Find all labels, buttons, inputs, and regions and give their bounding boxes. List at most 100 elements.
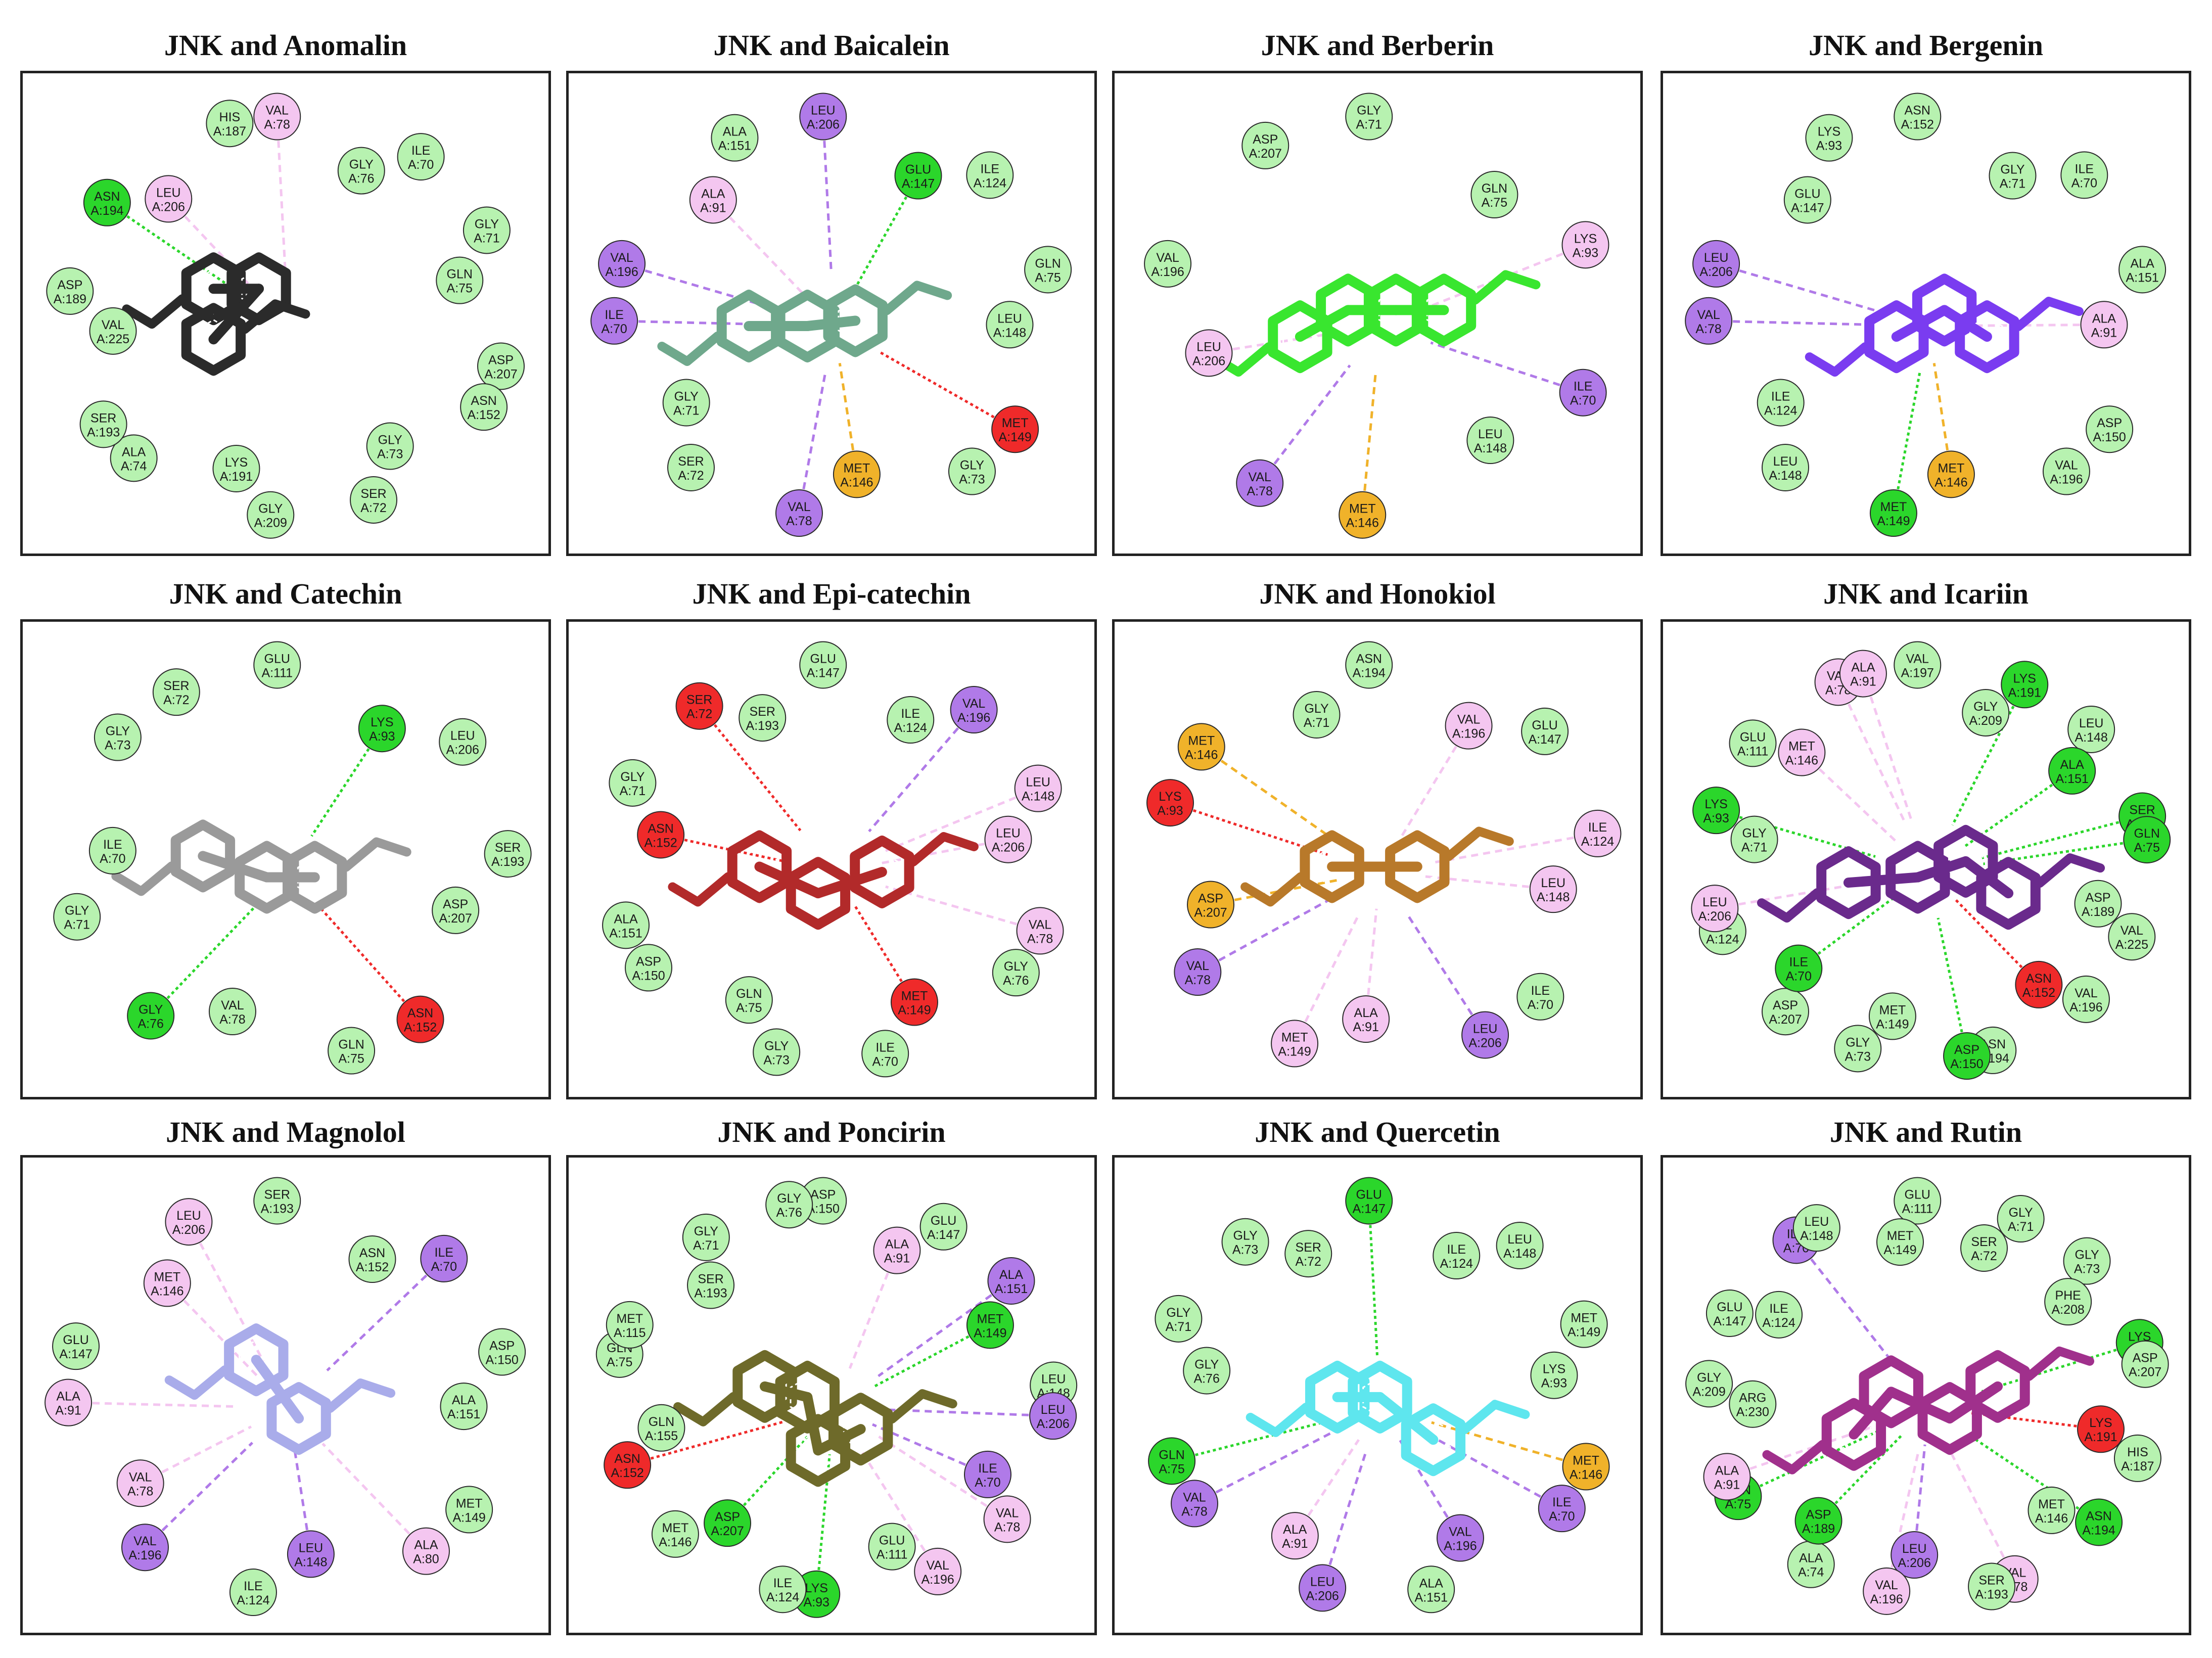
ligand-aromatic-ring [1926, 290, 1962, 331]
residue-bubble [1284, 1230, 1332, 1278]
residue-bubble [1894, 93, 1942, 141]
residue-bubble [914, 1547, 962, 1595]
residue-bubble [1778, 728, 1826, 776]
residue-name: ALA [999, 1268, 1024, 1282]
residue-name: ASN [2026, 972, 2052, 986]
ligand-aromatic-ring [742, 846, 777, 887]
residue-name: LEU [1478, 427, 1503, 441]
residue-name: ASN [359, 1246, 385, 1260]
residue-id: A:147 [1528, 732, 1561, 747]
residue-name: GLU [63, 1333, 88, 1347]
residue-id: A:193 [87, 425, 120, 439]
interaction-line [1837, 681, 1907, 825]
residue-id: A:71 [1166, 1320, 1191, 1334]
residue-id: A:73 [1845, 1049, 1871, 1064]
residue-name: GLY [378, 433, 402, 447]
residue-id: A:191 [220, 470, 253, 484]
residue-name: MET [1879, 1003, 1906, 1017]
residue-name: ILE [981, 162, 1000, 176]
residue-bubble [358, 705, 406, 753]
residue-bubble [890, 978, 938, 1026]
residue-name: ILE [875, 1040, 895, 1054]
residue-bubble [1729, 1380, 1777, 1428]
residue-bubble [637, 811, 685, 859]
residue-id: A:78 [1181, 1504, 1207, 1518]
residue-name: HIS [219, 110, 241, 124]
residue-bubble [88, 826, 136, 874]
residue-id: A:206 [1036, 1417, 1069, 1431]
residue-bubble [1692, 240, 1740, 288]
residue-id: A:206 [172, 1223, 205, 1237]
residue-name: VAL [1029, 917, 1051, 932]
interaction-lines [68, 1221, 445, 1554]
residue-bubble [651, 1510, 699, 1558]
panel-title: JNK and Catechin [169, 577, 402, 610]
residue-name: SER [264, 1187, 290, 1202]
residue-name: ASN [407, 1006, 433, 1021]
residue-id: A:196 [2050, 473, 2083, 487]
residue-id: A:206 [807, 117, 840, 131]
residue-bubble [637, 1404, 685, 1452]
residue-name: VAL [133, 1534, 156, 1548]
residue-bubble [992, 949, 1040, 997]
residue-name: GLN [447, 267, 473, 282]
residue-id: A:93 [1541, 1376, 1567, 1391]
residue-name: ILE [901, 707, 920, 721]
residue-name: VAL [1697, 308, 1720, 322]
residue-name: GLY [2009, 1206, 2033, 1220]
residue-id: A:146 [1934, 475, 1967, 489]
ligand-bond [164, 1365, 229, 1400]
panel-title: JNK and Epi-catechin [692, 577, 971, 610]
residue-name: VAL [926, 1558, 949, 1573]
ligand-bond [1945, 1381, 2003, 1424]
residue-name: GLY [65, 904, 89, 918]
residue-id: A:225 [97, 332, 129, 346]
residue-name: ASP [636, 954, 661, 969]
ligand-ring [1300, 830, 1364, 903]
residue-name: MET [2038, 1497, 2065, 1511]
residue-id: A:206 [1468, 1036, 1501, 1050]
residue-name: GLY [106, 724, 130, 739]
panel-title: JNK and Quercetin [1255, 1116, 1500, 1148]
ligand-bond [251, 1355, 304, 1424]
residue-id: A:151 [995, 1282, 1028, 1296]
residue-name: GLY [1194, 1357, 1219, 1371]
residue-bubble [2027, 1486, 2076, 1534]
ligand-aromatic-ring [864, 851, 900, 893]
residue-bubble [2086, 405, 2134, 453]
ligand-bond [802, 315, 861, 331]
residue-id: A:72 [1296, 1255, 1321, 1269]
ligand-bond [813, 1424, 866, 1456]
residue-name: VAL [102, 318, 124, 332]
ligand-aromatic-ring [1900, 857, 1935, 898]
residue-bubble [1496, 1222, 1544, 1270]
residue-bubble [725, 976, 773, 1024]
residue-bubble [46, 267, 94, 315]
residue-id: A:75 [1482, 196, 1507, 210]
ligand-aromatic-ring [1400, 846, 1435, 887]
ligand-aromatic-ring [1319, 1376, 1355, 1418]
residue-name: LEU [450, 729, 475, 743]
residue-id: A:75 [2134, 841, 2160, 855]
residue-id: A:91 [1714, 1478, 1740, 1492]
residue-id: A:73 [377, 447, 403, 462]
residue-name: ALA [1799, 1551, 1823, 1565]
interaction-line [1937, 917, 1968, 1056]
residue-id: A:76 [348, 172, 374, 186]
interaction-lines [106, 116, 287, 297]
